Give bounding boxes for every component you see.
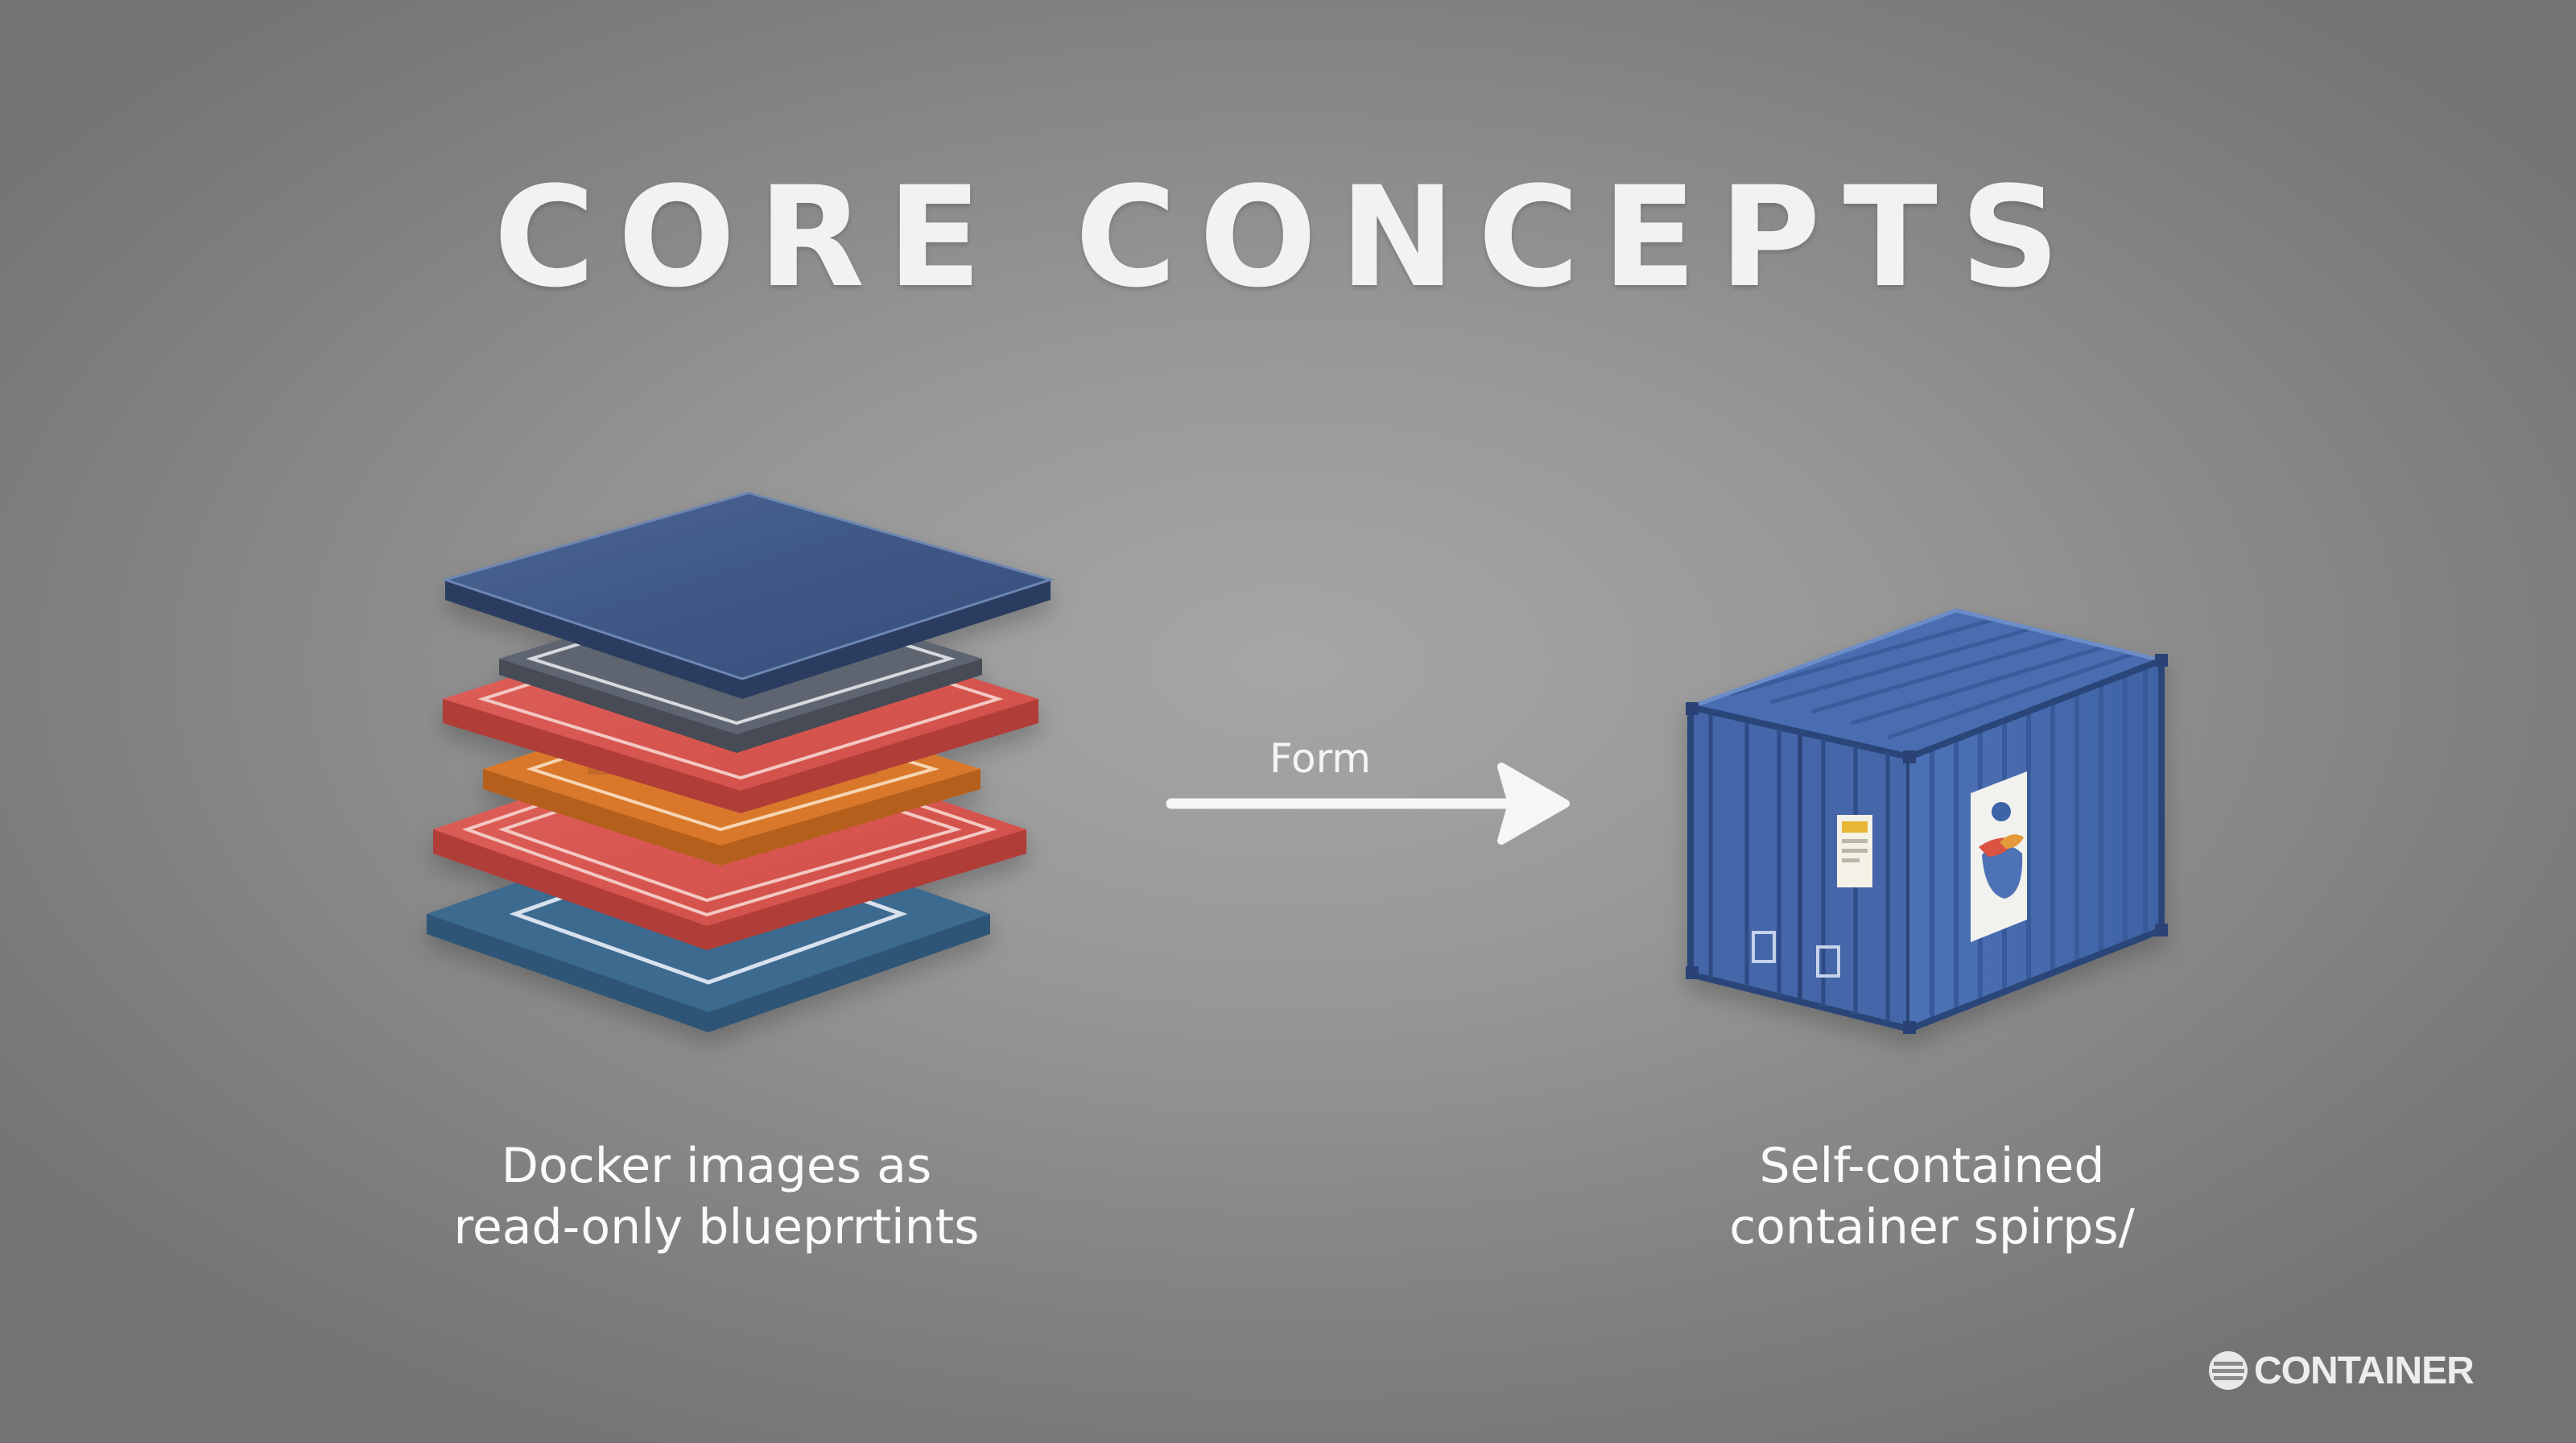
page-title: CORE CONCEPTS bbox=[493, 156, 2083, 318]
container-side-poster bbox=[1971, 771, 2027, 942]
arrow-label: Form bbox=[1269, 735, 1371, 782]
image-caption-line-2: read-only blueprrtints bbox=[453, 1199, 980, 1255]
image-layer-stack bbox=[427, 491, 1055, 1032]
brand-watermark: CONTAINER bbox=[2206, 1346, 2475, 1395]
container-caption-line-2: container spirps/ bbox=[1729, 1199, 2135, 1255]
container-caption-line-1: Self-contained bbox=[1759, 1138, 2105, 1194]
door-label-sticker bbox=[1837, 815, 1872, 887]
image-caption-line-1: Docker images as bbox=[501, 1138, 932, 1194]
container-caption: Self-contained container spirps/ bbox=[1570, 1135, 2294, 1258]
stacked-layers-logo-icon bbox=[2209, 1351, 2248, 1390]
container-roof bbox=[1690, 610, 2161, 757]
brand-text: CONTAINER bbox=[2254, 1349, 2475, 1392]
image-caption: Docker images as read-only blueprrtints bbox=[354, 1135, 1079, 1258]
form-arrow bbox=[1166, 763, 1570, 845]
shipping-container-icon bbox=[1686, 608, 2168, 1034]
layer-top-navy bbox=[440, 491, 1055, 699]
